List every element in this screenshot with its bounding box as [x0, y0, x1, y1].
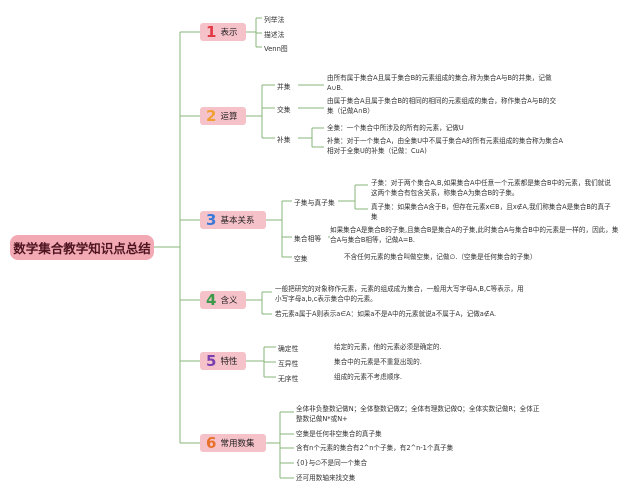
category-properties: 5 特性	[200, 352, 246, 370]
text-distinctness: 集合中的元素是不重复出现的.	[334, 358, 422, 366]
text-universal-set: 全集：一个集合中所涉及的所有的元素，记做U	[327, 124, 464, 132]
text-empty-set: 不含任何元素的集合叫做空集，记做∅.（空集是任何集合的子集）	[344, 253, 537, 261]
text-number-sets: 全体非负整数记做N；全体整数记做Z；全体有理数记做Q；全体实数记做R；全体正整数…	[296, 405, 540, 423]
category-number: 5	[206, 352, 217, 370]
category-label: 特性	[220, 357, 238, 367]
category-number: 1	[206, 23, 217, 41]
category-number-sets: 6 常用数集	[200, 434, 266, 452]
category-label: 表示	[220, 28, 238, 38]
sub-distinctness: 互异性	[278, 360, 299, 368]
category-number: 2	[206, 107, 217, 125]
text-element-definition: 一般把研究的对象称作元素，元素的组成成为集合，一般用大写字母A,B,C等表示，用…	[275, 285, 524, 303]
text-definiteness: 给定的元素，他的元素必须是确定的.	[334, 343, 442, 351]
item-enumeration: 列举法	[264, 16, 285, 24]
category-label: 含义	[220, 296, 238, 306]
category-label: 运算	[220, 112, 238, 122]
category-label: 常用数集	[220, 439, 255, 449]
sub-unordered: 无序性	[278, 375, 299, 383]
sub-equal-sets: 集合相等	[294, 235, 322, 243]
text-intersection: 由属于集合A且属于集合B的相同的相同的元素组成的集合，称作集合A与B的交集（记做…	[327, 97, 557, 115]
text-number-line: 还可用数轴来找交集	[296, 474, 356, 482]
root-node: 数学集合教学知识点总结	[10, 235, 154, 260]
category-relations: 3 基本关系	[200, 211, 266, 229]
sub-empty-set: 空集	[294, 255, 308, 263]
sub-definiteness: 确定性	[278, 345, 299, 353]
category-number: 6	[206, 434, 217, 452]
text-proper-subset: 真子集：如果集合A含于B，但存在元素x∈B，且x∉A,我们称集合A是集合B的真子…	[371, 203, 611, 221]
category-number: 3	[206, 211, 217, 229]
text-union: 由所有属于集合A且属于集合B的元素组成的集合,称为集合A与B的并集，记做A∪B.	[327, 74, 552, 92]
text-membership: 若元素a属于A则表示a∈A：如果a不是A中的元素就说a不属于A，记做a∉A.	[275, 310, 497, 318]
root-title: 数学集合教学知识点总结	[13, 241, 151, 256]
text-unordered: 组成的元素不考虑顺序.	[334, 373, 403, 381]
text-zero-set: {0}与∅不是同一个集合	[296, 459, 368, 467]
text-equal-sets: 如果集合A是集合B的子集,且集合B是集合A的子集,此时集合A与集合B中的元素是一…	[330, 226, 619, 244]
text-subset: 子集：对于两个集合A,B,如果集合A中任意一个元素都是集合B中的元素，我们就说这…	[371, 179, 611, 197]
category-meaning: 4 含义	[200, 291, 246, 309]
sub-union: 并集	[277, 83, 291, 91]
category-label: 基本关系	[220, 216, 255, 226]
text-complement: 补集：对于一个集合A，由全集U中不属于集合A的所有元素组成的集合称为集合A相对于…	[327, 137, 563, 155]
sub-intersection: 交集	[277, 106, 291, 114]
text-empty-proper-subset: 空集是任何非空集合的真子集	[296, 430, 382, 438]
item-venn: Venn图	[264, 45, 288, 53]
category-representation: 1 表示	[200, 23, 246, 41]
item-description: 描述法	[264, 31, 285, 39]
category-operations: 2 运算	[200, 107, 246, 125]
sub-subset: 子集与真子集	[294, 199, 335, 207]
sub-complement: 补集	[277, 136, 291, 144]
category-number: 4	[206, 291, 217, 309]
text-subset-count: 含有n个元素的集合有2^n个子集，有2^n-1个真子集	[296, 444, 454, 452]
